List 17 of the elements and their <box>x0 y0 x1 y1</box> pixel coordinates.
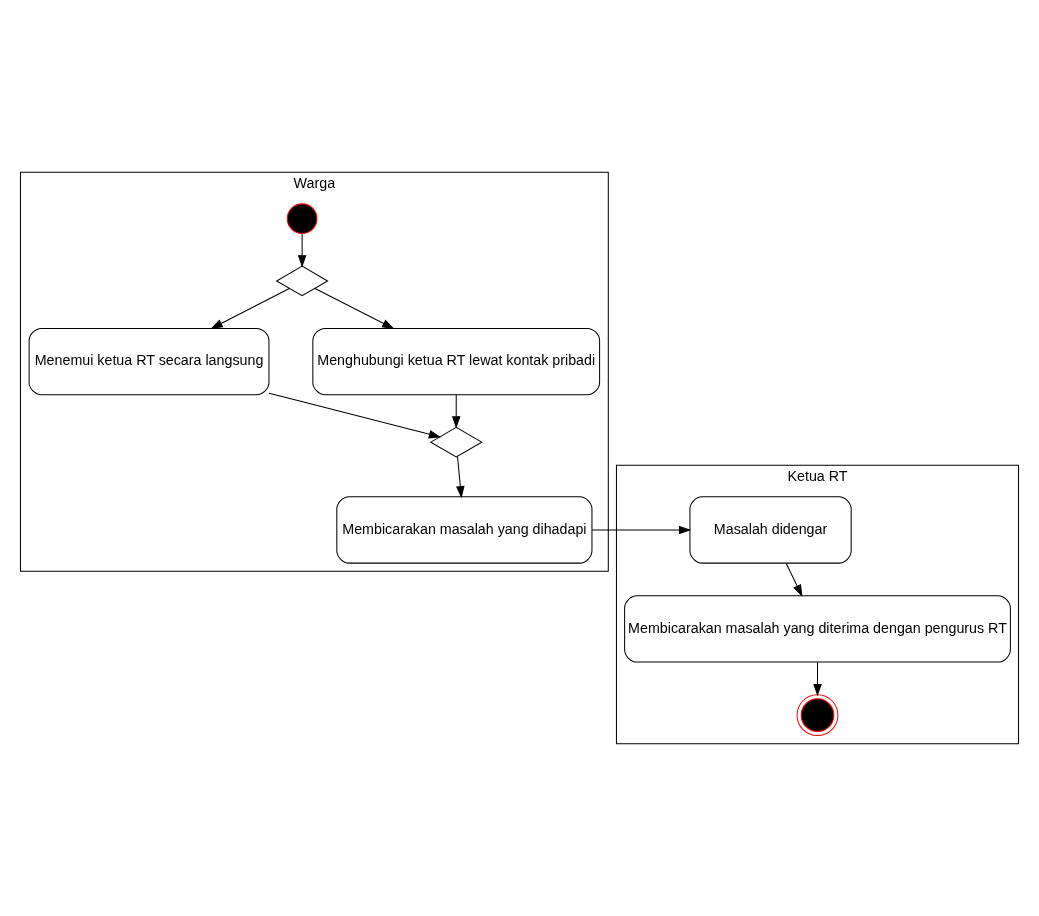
node-circle <box>796 694 839 737</box>
arrow <box>591 525 692 535</box>
arrow <box>210 288 290 329</box>
arrow <box>813 661 822 697</box>
node-box: Masalah didengar <box>689 496 852 564</box>
node-box: Membicarakan masalah yang dihadapi <box>336 496 593 564</box>
arrow <box>297 233 307 268</box>
node-circle <box>286 203 318 234</box>
arrow <box>785 562 803 597</box>
arrow <box>314 288 395 329</box>
arrow <box>456 456 465 499</box>
node-box: Membicarakan masalah yang diterima dengan pengurus RT <box>624 595 1011 663</box>
arrow <box>268 392 442 439</box>
node-diamond <box>275 265 329 297</box>
arrow <box>451 394 461 429</box>
node-box: Menghubungi ketua RT lewat kontak pribadi <box>312 327 601 396</box>
node-box: Menemui ketua RT secara langsung <box>28 327 270 396</box>
